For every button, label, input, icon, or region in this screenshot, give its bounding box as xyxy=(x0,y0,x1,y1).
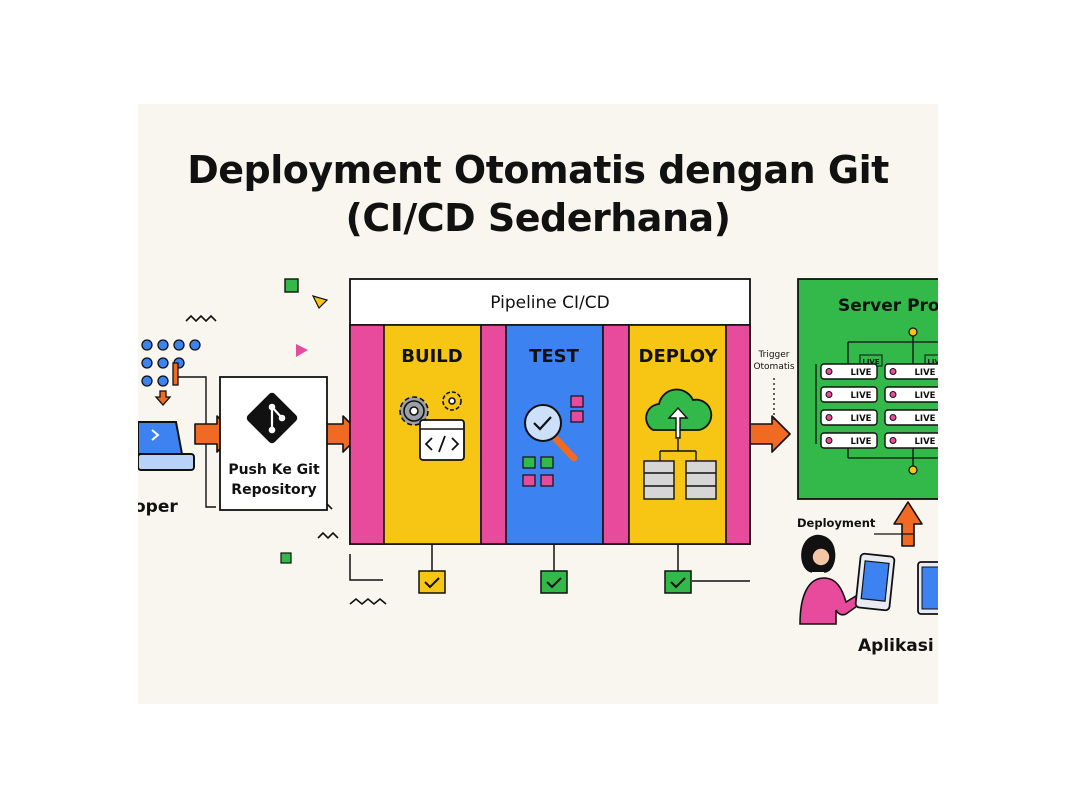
status-led xyxy=(825,437,833,444)
server-title: Server Pro xyxy=(838,296,938,316)
trigger-label-line-2: Otomatis xyxy=(753,362,794,372)
server-unit: LIVE xyxy=(884,363,938,380)
status-led xyxy=(889,368,897,375)
down-arrow-icon xyxy=(154,390,172,406)
server-node xyxy=(908,465,918,475)
pipeline-separator xyxy=(725,324,751,545)
developer-label: oper xyxy=(138,497,178,517)
pipeline-separator xyxy=(480,324,507,545)
server-unit-label: LIVE xyxy=(851,437,872,447)
pipeline-separator xyxy=(602,324,630,545)
status-led xyxy=(889,414,897,421)
squiggle-decoration xyxy=(317,531,339,540)
server-unit: LIVE xyxy=(884,386,938,403)
trigger-label-line-1: Trigger xyxy=(757,350,789,360)
live-badge-text: LIVE xyxy=(927,358,938,366)
user-avatar-icon xyxy=(799,534,862,625)
title-line-2: (CI/CD Sederhana) xyxy=(345,196,731,240)
repo-label-line-2: Repository xyxy=(231,482,316,498)
server-node xyxy=(908,327,918,337)
diagram-title: Deployment Otomatis dengan Git (CI/CD Se… xyxy=(138,146,938,242)
server-unit-label: LIVE xyxy=(915,368,936,378)
live-badge-text: LIVE xyxy=(862,358,879,366)
triangle-decoration xyxy=(296,344,308,357)
title-line-1: Deployment Otomatis dengan Git xyxy=(187,148,889,192)
stage-build-label: BUILD xyxy=(401,346,462,367)
triangle-decoration xyxy=(311,295,329,310)
server-unit-label: LIVE xyxy=(915,437,936,447)
deployment-label: Deployment xyxy=(797,516,876,530)
git-icon xyxy=(246,392,298,444)
server-unit: LIVE xyxy=(820,409,878,426)
server-unit: LIVE xyxy=(820,432,878,449)
laptop-icon xyxy=(138,421,195,471)
status-led xyxy=(889,437,897,444)
smartphone-icon xyxy=(854,552,896,612)
status-led xyxy=(825,368,833,375)
repo-label-line-1: Push Ke Git xyxy=(228,462,320,478)
git-node-graph xyxy=(141,339,201,406)
server-unit-label: LIVE xyxy=(851,414,872,424)
square-decoration xyxy=(280,552,292,564)
squiggle-decoration xyxy=(349,597,387,606)
cloud-upload-icon xyxy=(645,388,713,439)
server-unit-label: LIVE xyxy=(851,391,872,401)
check-test-icon xyxy=(540,570,568,594)
magnifier-icon xyxy=(524,404,578,462)
server-unit-label: LIVE xyxy=(915,414,936,424)
stage-deploy-label: DEPLOY xyxy=(639,346,719,367)
status-led xyxy=(825,391,833,398)
check-deploy-icon xyxy=(664,570,692,594)
status-led xyxy=(889,391,897,398)
server-unit: LIVE xyxy=(820,363,878,380)
server-unit-label: LIVE xyxy=(851,368,872,378)
gear-icon xyxy=(399,391,462,426)
status-led xyxy=(825,414,833,421)
server-unit: LIVE xyxy=(820,386,878,403)
server-wiring xyxy=(815,332,938,470)
squiggle-decoration xyxy=(185,314,217,323)
app-label: Aplikasi A xyxy=(858,636,938,656)
stage-test-label: TEST xyxy=(529,346,580,367)
diagram-canvas: Deployment Otomatis dengan Git (CI/CD Se… xyxy=(138,104,938,704)
check-build-icon xyxy=(418,570,446,594)
pipeline-separator xyxy=(349,324,385,545)
pipeline-title: Pipeline CI/CD xyxy=(490,293,610,313)
server-rack-icon xyxy=(643,460,717,500)
arrow-deployment-to-server xyxy=(893,501,923,547)
server-units-right: LIVE LIVE LIVE LIVE xyxy=(884,363,938,449)
server-unit-label: LIVE xyxy=(915,391,936,401)
test-results-icon xyxy=(522,395,584,487)
server-unit: LIVE xyxy=(884,409,938,426)
server-unit: LIVE xyxy=(884,432,938,449)
pipeline-diagram: oper Push Ke Git Repository Pipeline CI/… xyxy=(138,278,938,656)
connector-line xyxy=(659,439,697,461)
stage-checks xyxy=(349,544,750,594)
code-window-icon xyxy=(419,419,465,461)
square-decoration xyxy=(284,278,299,293)
server-units-left: LIVE LIVE LIVE LIVE xyxy=(820,363,878,449)
tablet-icon xyxy=(917,561,938,615)
